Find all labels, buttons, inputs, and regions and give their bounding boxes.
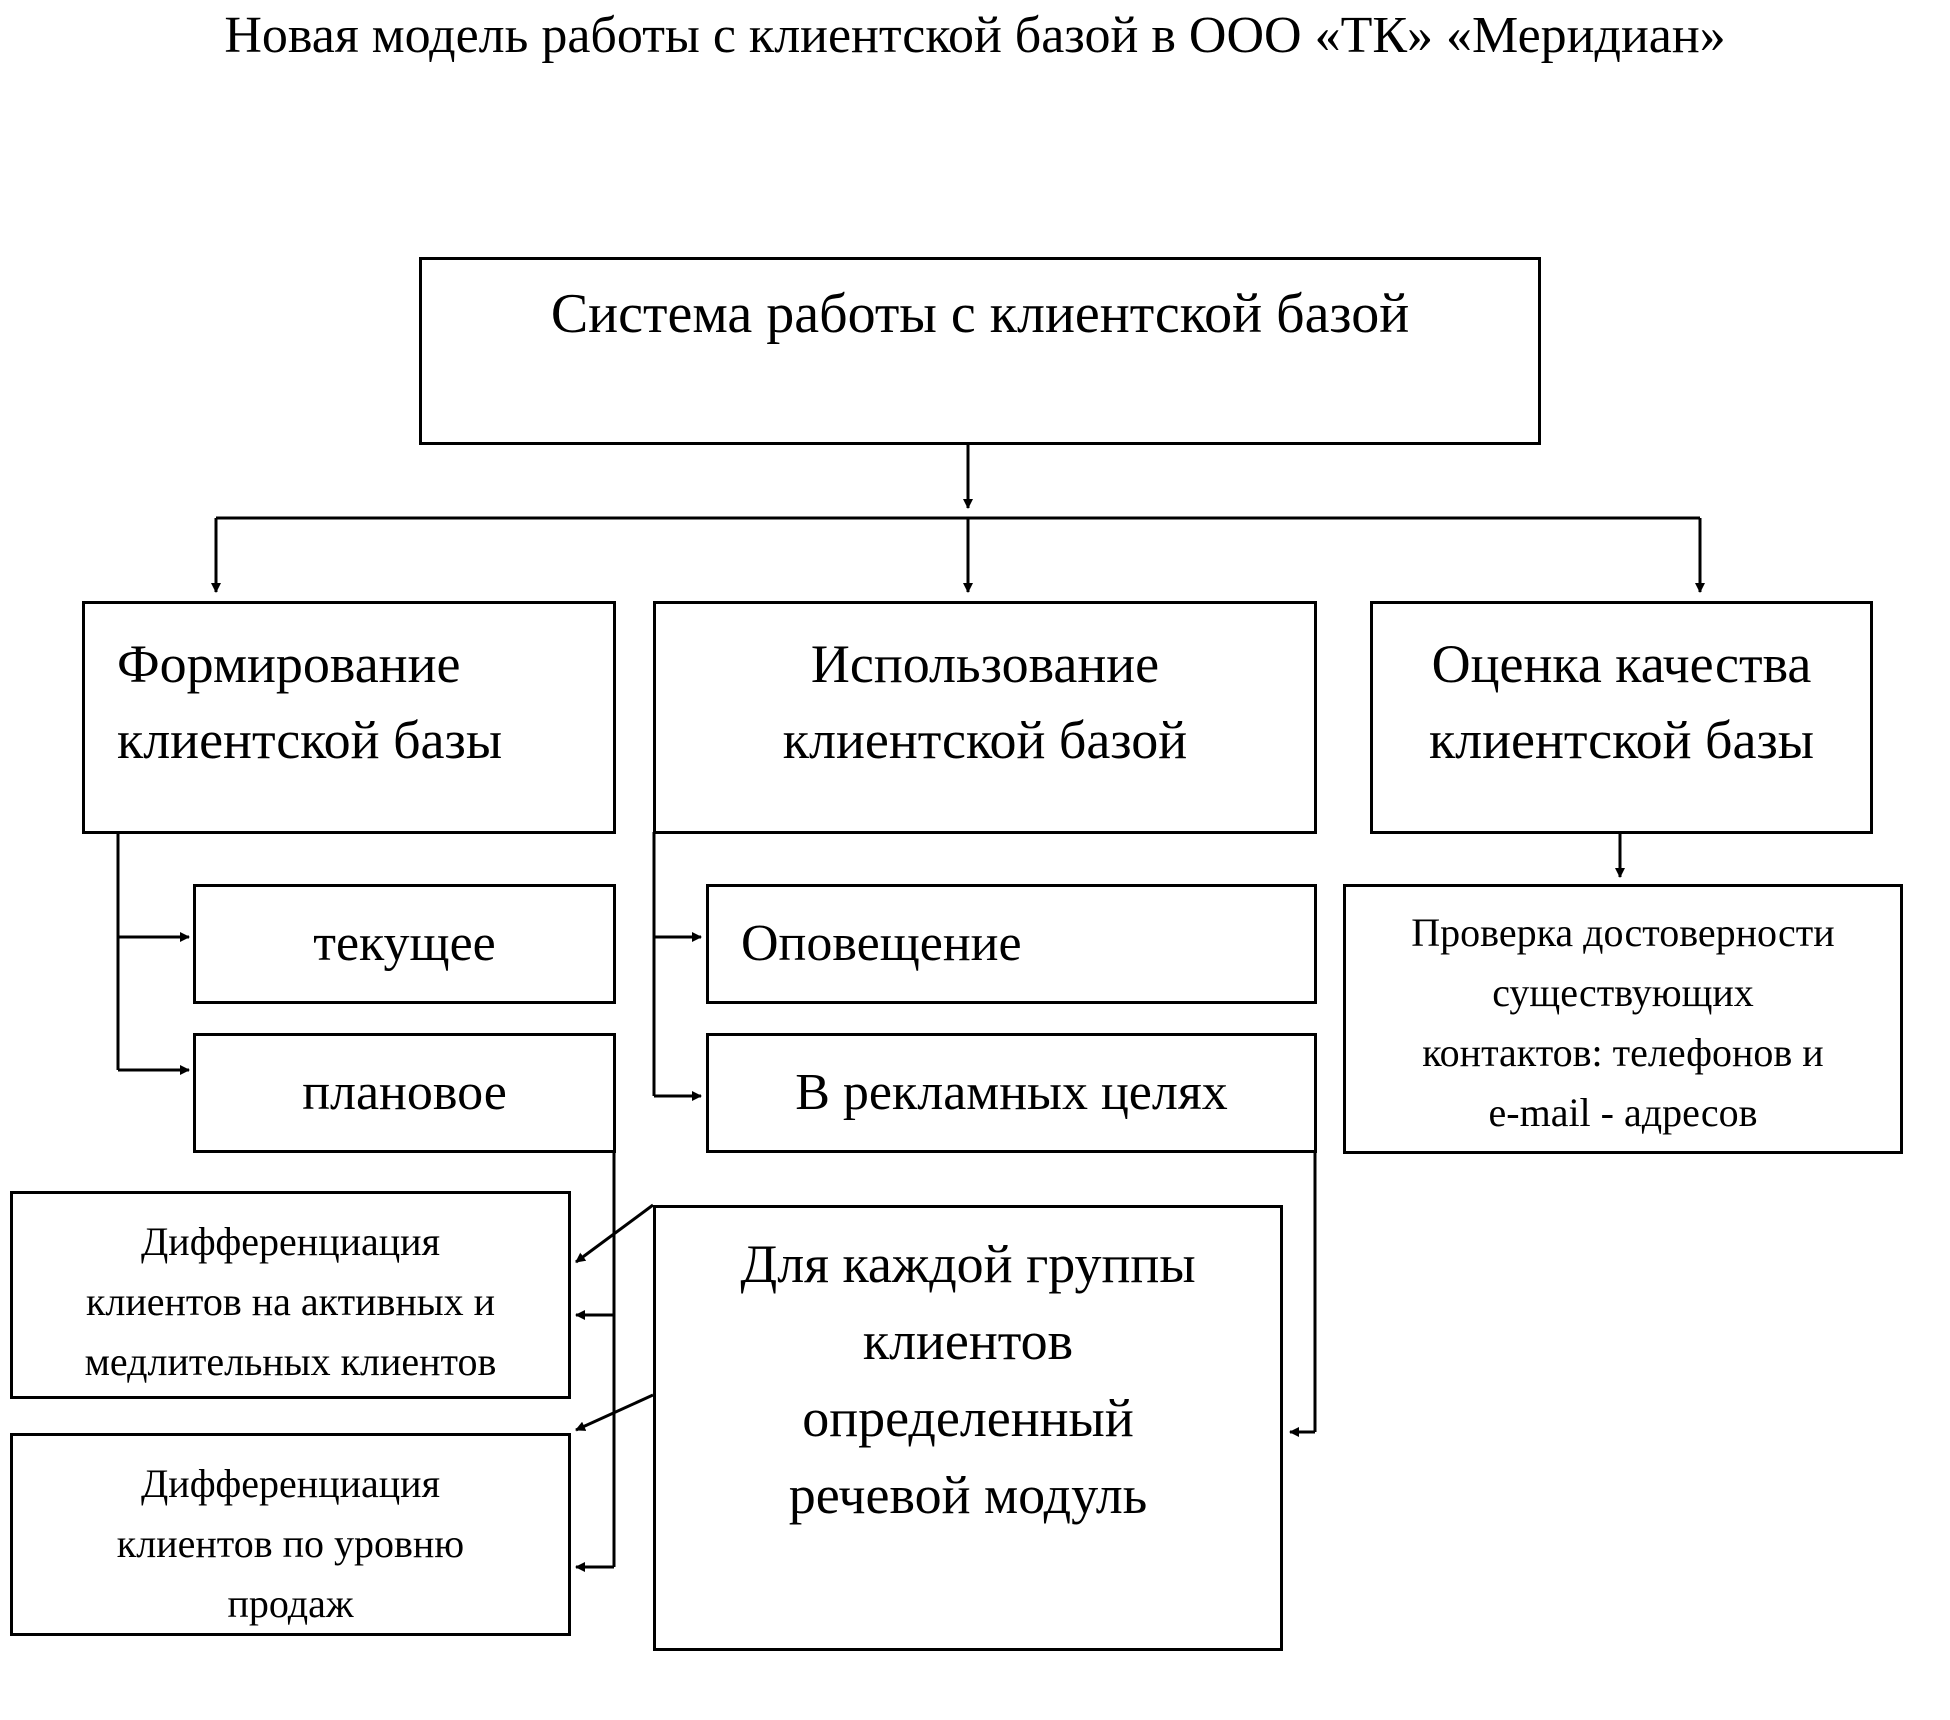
category-usage-line-2: клиентской базой (782, 710, 1188, 770)
item-notification-label: Оповещение (741, 915, 1022, 972)
diagram-title: Новая модель работы с клиентской базой в… (224, 7, 1726, 64)
speech-module-line-4: речевой модуль (788, 1465, 1148, 1525)
contact-check-line-2: существующих (1492, 970, 1754, 1015)
speech-module-line-3: определенный (802, 1388, 1134, 1448)
item-planned-label: плановое (302, 1064, 507, 1121)
root-box: Система работы с клиентской базой (419, 257, 1541, 445)
category-quality-line-2: клиентской базы (1428, 710, 1815, 770)
differentiation-box-activity: Дифференциация клиентов на активных и ме… (10, 1191, 571, 1399)
category-formation-line-2: клиентской базы (117, 710, 503, 770)
differentiation-activity-line-3: медлительных клиентов (84, 1339, 497, 1384)
category-usage-line-1: Использование (810, 634, 1160, 694)
contact-check-line-1: Проверка достоверности (1411, 910, 1835, 955)
contact-check-line-3: контактов: телефонов и (1422, 1030, 1824, 1075)
category-box-usage: Использование клиентской базой (653, 601, 1317, 834)
item-box-planned: плановое (193, 1033, 616, 1153)
differentiation-box-sales: Дифференциация клиентов по уровню продаж (10, 1433, 571, 1636)
item-advertising-label: В рекламных целях (795, 1064, 1228, 1121)
differentiation-sales-line-2: клиентов по уровню (116, 1521, 465, 1566)
differentiation-activity-line-1: Дифференциация (141, 1219, 440, 1264)
speech-module-line-1: Для каждой группы (740, 1234, 1196, 1294)
differentiation-sales-line-3: продаж (227, 1581, 354, 1626)
category-box-quality: Оценка качества клиентской базы (1370, 601, 1873, 834)
contact-check-line-4: e-mail - адресов (1488, 1090, 1758, 1135)
root-label: Система работы с клиентской базой (550, 283, 1410, 345)
differentiation-activity-line-2: клиентов на активных и (85, 1279, 496, 1324)
category-quality-line-1: Оценка качества (1431, 634, 1812, 694)
item-box-contact-check: Проверка достоверности существующих конт… (1343, 884, 1903, 1154)
item-box-advertising: В рекламных целях (706, 1033, 1317, 1153)
item-box-current: текущее (193, 884, 616, 1004)
speech-module-line-2: клиентов (862, 1311, 1074, 1371)
item-box-notification: Оповещение (706, 884, 1317, 1004)
item-current-label: текущее (313, 915, 496, 972)
speech-module-box: Для каждой группы клиентов определенный … (653, 1205, 1283, 1651)
differentiation-sales-line-1: Дифференциация (141, 1461, 440, 1506)
category-formation-line-1: Формирование (117, 634, 461, 694)
category-box-formation: Формирование клиентской базы (82, 601, 616, 834)
